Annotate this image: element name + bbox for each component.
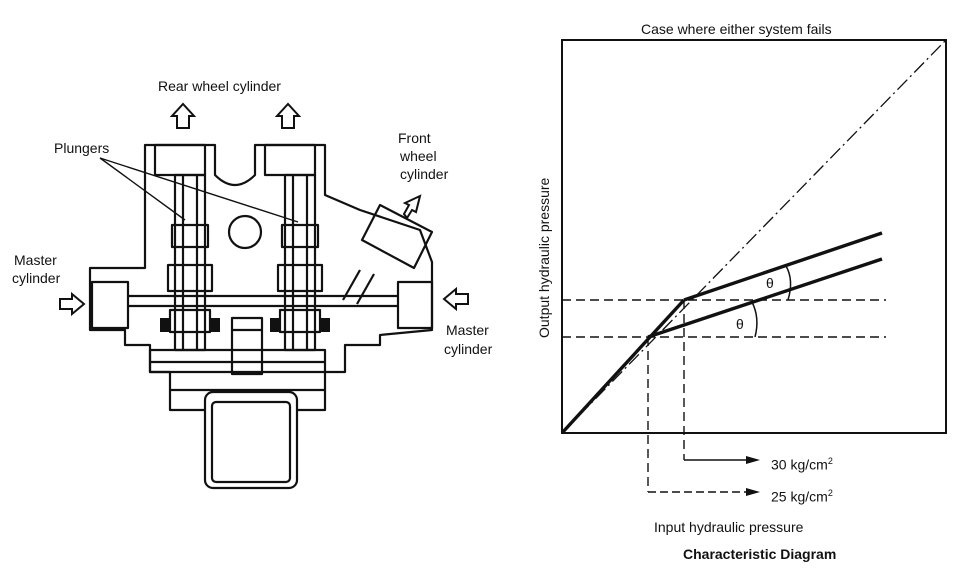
master-right-line2: cylinder <box>444 341 493 357</box>
plot-frame <box>561 39 947 434</box>
top-caption: Case where either system fails <box>641 21 832 37</box>
curve-upper <box>683 231 883 302</box>
arrow-up-right <box>274 102 302 129</box>
left-master-port <box>90 280 130 330</box>
rear-port-left <box>153 143 207 177</box>
arrow-30 <box>746 456 760 464</box>
plunger-right <box>283 173 317 352</box>
pressure-30-sup: 2 <box>827 456 833 466</box>
failure-diagonal <box>561 39 947 434</box>
y-axis-label: Output hydraulic pressure <box>536 177 552 338</box>
front-label-line2: wheel <box>400 148 437 164</box>
valve-cross-section <box>59 102 469 490</box>
center-bore <box>227 214 263 250</box>
x-axis-label: Input hydraulic pressure <box>654 519 804 535</box>
rear-port-right <box>263 143 317 177</box>
right-master-port <box>396 280 434 330</box>
plunger-left <box>173 173 207 352</box>
center-piston <box>230 316 264 376</box>
master-left-line1: Master <box>14 252 57 268</box>
master-right-line1: Master <box>446 322 489 338</box>
front-outlet-port <box>360 203 434 270</box>
plungers-label: Plungers <box>54 140 110 156</box>
diagram-title: Characteristic Diagram <box>683 546 837 562</box>
pressure-30-label: 30 kg/cm2 <box>771 453 833 473</box>
front-label-line1: Front <box>398 130 431 146</box>
pressure-25-label: 25 kg/cm2 <box>771 485 833 505</box>
pressure-25-value: 25 kg/cm <box>771 488 828 505</box>
theta-arc-lower <box>751 301 758 338</box>
arrow-master-left <box>59 291 86 317</box>
pressure-30-value: 30 kg/cm <box>771 456 828 473</box>
theta-arc-upper <box>785 265 792 301</box>
arrow-front <box>402 194 422 220</box>
rear-wheel-cylinder-label: Rear wheel cylinder <box>158 78 281 94</box>
arrow-master-right <box>442 286 469 312</box>
arrow-up-left <box>169 102 197 129</box>
curve-common-segment <box>560 298 686 435</box>
pressure-25-sup: 2 <box>827 488 833 498</box>
curve-lower <box>647 257 883 339</box>
arrow-25 <box>746 488 760 496</box>
reservoir-housing <box>203 390 299 490</box>
master-left-line2: cylinder <box>12 270 61 286</box>
front-label-line3: cylinder <box>400 166 449 182</box>
theta-lower: θ <box>736 316 744 332</box>
theta-upper: θ <box>766 275 774 291</box>
